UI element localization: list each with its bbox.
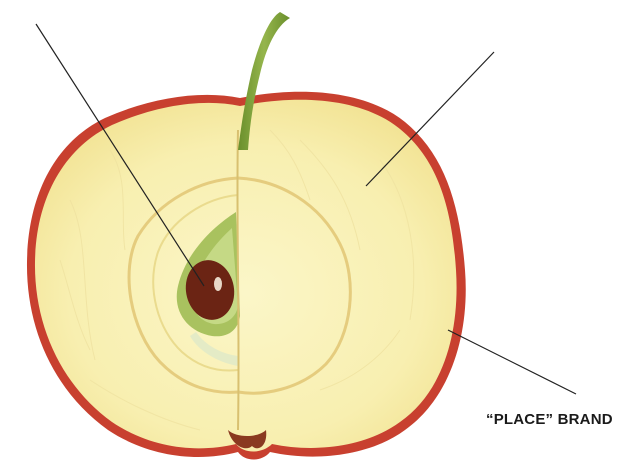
center-line [237, 130, 238, 430]
seed-highlight [214, 277, 222, 291]
leader-line-skin [448, 330, 576, 394]
place-brand-label: “PLACE” BRAND [486, 411, 613, 428]
apple-flesh [35, 100, 457, 452]
